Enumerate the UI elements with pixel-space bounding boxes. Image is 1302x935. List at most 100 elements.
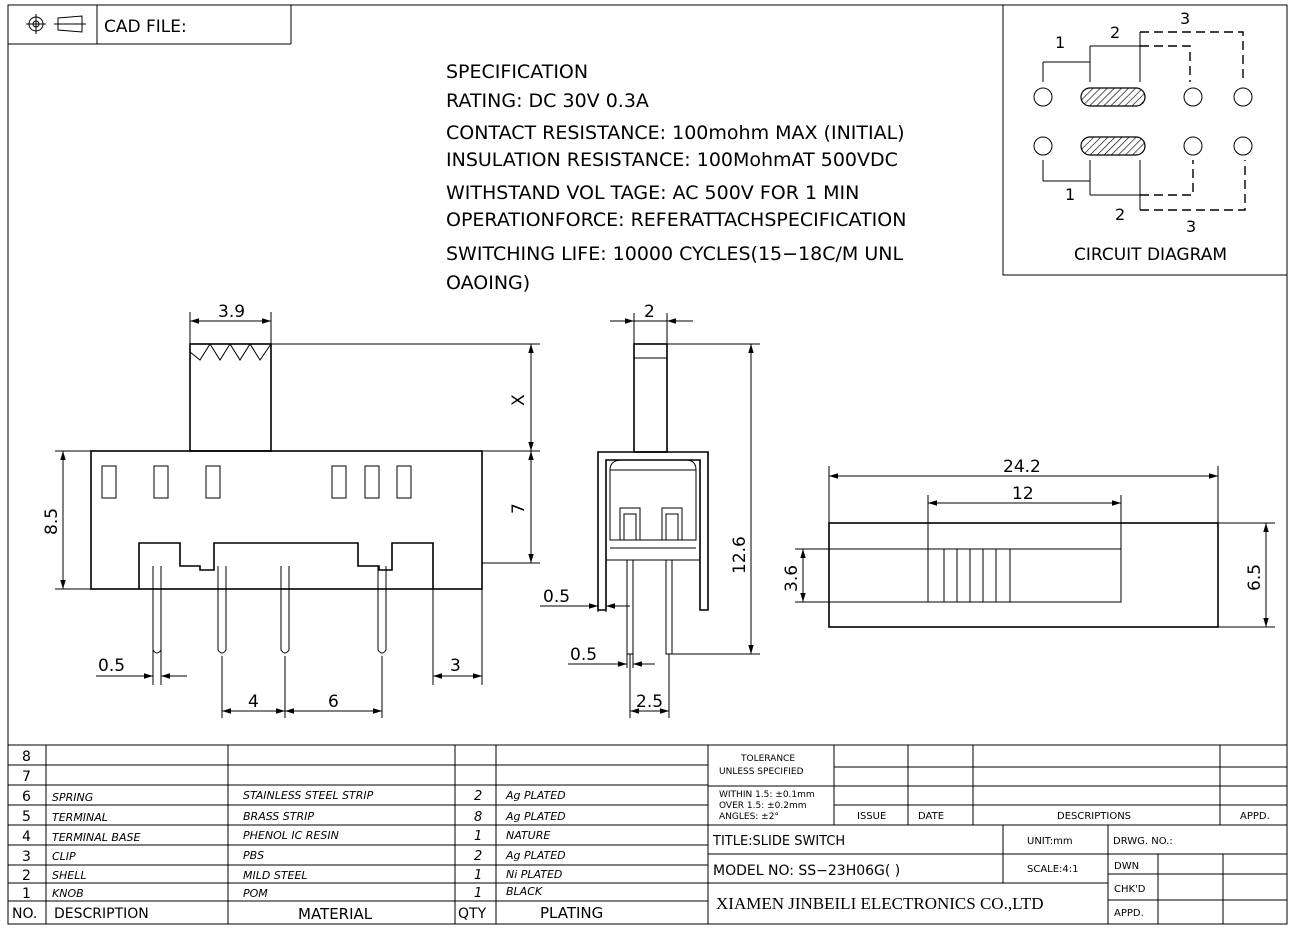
- dim-pin-pitch-a: 4: [248, 692, 259, 712]
- spec-line-3: CONTACT RESISTANCE: 100mohm MAX (INITIAL…: [446, 122, 905, 144]
- dim-pin-pitch-b: 6: [328, 692, 339, 712]
- dim-side-actuator-width: 2: [644, 302, 655, 322]
- bom-row-4-description: TERMINAL BASE: [52, 831, 140, 844]
- bom-row-1-description: KNOB: [52, 887, 84, 900]
- spec-line-1: SPECIFICATION: [446, 61, 588, 83]
- circuit-bottom-label-1: 1: [1065, 185, 1075, 204]
- bom-header-material: MATERIAL: [298, 905, 373, 923]
- bom-row-2-description: SHELL: [52, 869, 86, 882]
- dim-side-pin-pitch: 2.5: [636, 692, 663, 712]
- drawing-title: TITLE:SLIDE SWITCH: [712, 834, 845, 849]
- cad-header: CAD FILE:: [8, 5, 292, 45]
- tolerance-angles: ANGLES: ±2°: [719, 812, 779, 822]
- drwg-no-label: DRWG. NO.:: [1113, 836, 1173, 847]
- bom-row-6-material: STAINLESS STEEL STRIP: [243, 789, 374, 802]
- spec-line-5: WITHSTAND VOL TAGE: AC 500V FOR 1 MIN: [446, 182, 859, 204]
- bom-row-1-material: POM: [243, 887, 268, 900]
- bom-row-2-qty: 1: [474, 868, 482, 883]
- circuit-bottom-label-3: 3: [1186, 217, 1196, 236]
- tolerance-over: OVER 1.5: ±0.2mm: [719, 801, 806, 811]
- issue-label: ISSUE: [857, 811, 886, 822]
- appd-short-label: APPD.: [1114, 908, 1144, 919]
- projection-symbol-icon: [26, 14, 86, 34]
- bom-row-5-description: TERMINAL: [52, 811, 108, 824]
- bom-row-3-description: CLIP: [52, 850, 76, 863]
- tolerance-line-2: UNLESS SPECIFIED: [719, 767, 804, 777]
- bom-header-no: NO.: [12, 906, 37, 922]
- spec-line-7: SWITCHING LIFE: 10000 CYCLES(15−18C/M UN…: [446, 243, 903, 265]
- appd-label: APPD.: [1240, 811, 1270, 822]
- bom-row-5-plating: Ag PLATED: [505, 810, 566, 823]
- dim-top-slot-height: 3.6: [782, 565, 802, 592]
- bom-row-2-material: MILD STEEL: [243, 869, 308, 882]
- bom-header-description: DESCRIPTION: [54, 906, 149, 922]
- bom-row-1-plating: BLACK: [506, 885, 543, 898]
- bom-row-4-material: PHENOL IC RESIN: [243, 829, 339, 842]
- tolerance-line-1: TOLERANCE: [740, 754, 795, 764]
- dim-top-travel: 12: [1012, 484, 1034, 504]
- bom-row-1-no: 1: [22, 886, 31, 902]
- spec-line-4: INSULATION RESISTANCE: 100MohmAT 500VDC: [446, 149, 898, 171]
- bom-row-5-qty: 8: [474, 810, 482, 825]
- bom-row-6-description: SPRING: [52, 791, 93, 804]
- bom-header-qty: QTY: [458, 906, 487, 922]
- dim-actuator-width: 3.9: [218, 302, 245, 322]
- date-label: DATE: [918, 811, 944, 822]
- dim-top-width: 6.5: [1245, 564, 1265, 591]
- cad-file-label: CAD FILE:: [104, 17, 187, 37]
- circuit-diagram-title: CIRCUIT DIAGRAM: [1074, 245, 1227, 265]
- company-name: XIAMEN JINBEILI ELECTRONICS CO.,LTD: [716, 894, 1044, 913]
- side-view: 2 12.6 0.5 0.5 2.5: [540, 302, 760, 718]
- bom-row-5-material: BRASS STRIP: [243, 810, 314, 823]
- bom-row-4-plating: NATURE: [506, 829, 550, 842]
- bom-row-7-no: 7: [22, 769, 31, 785]
- bom-header-plating: PLATING: [540, 904, 603, 922]
- bom-row-8-no: 8: [22, 749, 31, 765]
- descriptions-label: DESCRIPTIONS: [1057, 811, 1131, 822]
- dim-side-pin-width: 0.5: [570, 645, 597, 665]
- bom-row-5-no: 5: [22, 809, 31, 825]
- dim-height-x: X: [509, 394, 529, 406]
- dim-end-width: 3: [450, 656, 461, 676]
- bom-row-6-qty: 2: [474, 789, 482, 804]
- bom-row-6-plating: Ag PLATED: [505, 789, 566, 802]
- bom-row-2-plating: Ni PLATED: [506, 868, 562, 881]
- unit-label: UNIT:mm: [1027, 836, 1073, 847]
- circuit-diagram: 1 2 3 1 2 3 CIRCUIT DIAGRAM: [1002, 4, 1288, 276]
- bom-table: 8 7 6 SPRING STAINLESS STEEL STRIP 2 Ag …: [8, 744, 1287, 924]
- dim-top-length: 24.2: [1003, 457, 1041, 477]
- bom-row-3-no: 3: [22, 849, 31, 865]
- bom-row-3-material: PBS: [243, 849, 264, 862]
- bom-row-4-no: 4: [22, 829, 31, 845]
- spec-line-2: RATING: DC 30V 0.3A: [446, 90, 649, 112]
- title-block: TOLERANCE UNLESS SPECIFIED WITHIN 1.5: ±…: [708, 745, 1287, 924]
- bom-row-1-qty: 1: [474, 886, 482, 901]
- top-view: 24.2 12 3.6 6.5: [782, 457, 1275, 628]
- bom-row-2-no: 2: [22, 868, 31, 884]
- front-view: 3.9 X 7 8.5 0.5 4 6 3: [42, 302, 540, 718]
- spec-line-8: OAOING): [446, 272, 530, 294]
- sheet-border: [7, 4, 1288, 925]
- scale-label: SCALE:4:1: [1027, 864, 1079, 875]
- dim-pin-width: 0.5: [98, 656, 125, 676]
- specification-block: SPECIFICATION RATING: DC 30V 0.3A CONTAC…: [446, 61, 906, 294]
- tolerance-within: WITHIN 1.5: ±0.1mm: [719, 790, 815, 800]
- bom-row-4-qty: 1: [474, 829, 482, 844]
- model-number: MODEL NO: SS−23H06G( ): [713, 863, 900, 879]
- circuit-top-label-1: 1: [1055, 33, 1065, 52]
- circuit-top-label-3: 3: [1180, 9, 1190, 28]
- chkd-label: CHK'D: [1114, 884, 1146, 895]
- bom-row-3-plating: Ag PLATED: [505, 849, 566, 862]
- dim-shell-thickness: 0.5: [543, 587, 570, 607]
- dim-body-height: 7: [509, 503, 529, 514]
- bom-row-3-qty: 2: [474, 849, 482, 864]
- circuit-top-label-2: 2: [1110, 23, 1120, 42]
- dwn-label: DWN: [1114, 861, 1139, 872]
- spec-line-6: OPERATIONFORCE: REFERATTACHSPECIFICATION: [446, 209, 906, 231]
- bom-row-6-no: 6: [22, 789, 31, 805]
- dim-side-total-height: 12.6: [730, 536, 750, 574]
- dim-total-height: 8.5: [42, 508, 62, 535]
- circuit-bottom-label-2: 2: [1115, 205, 1125, 224]
